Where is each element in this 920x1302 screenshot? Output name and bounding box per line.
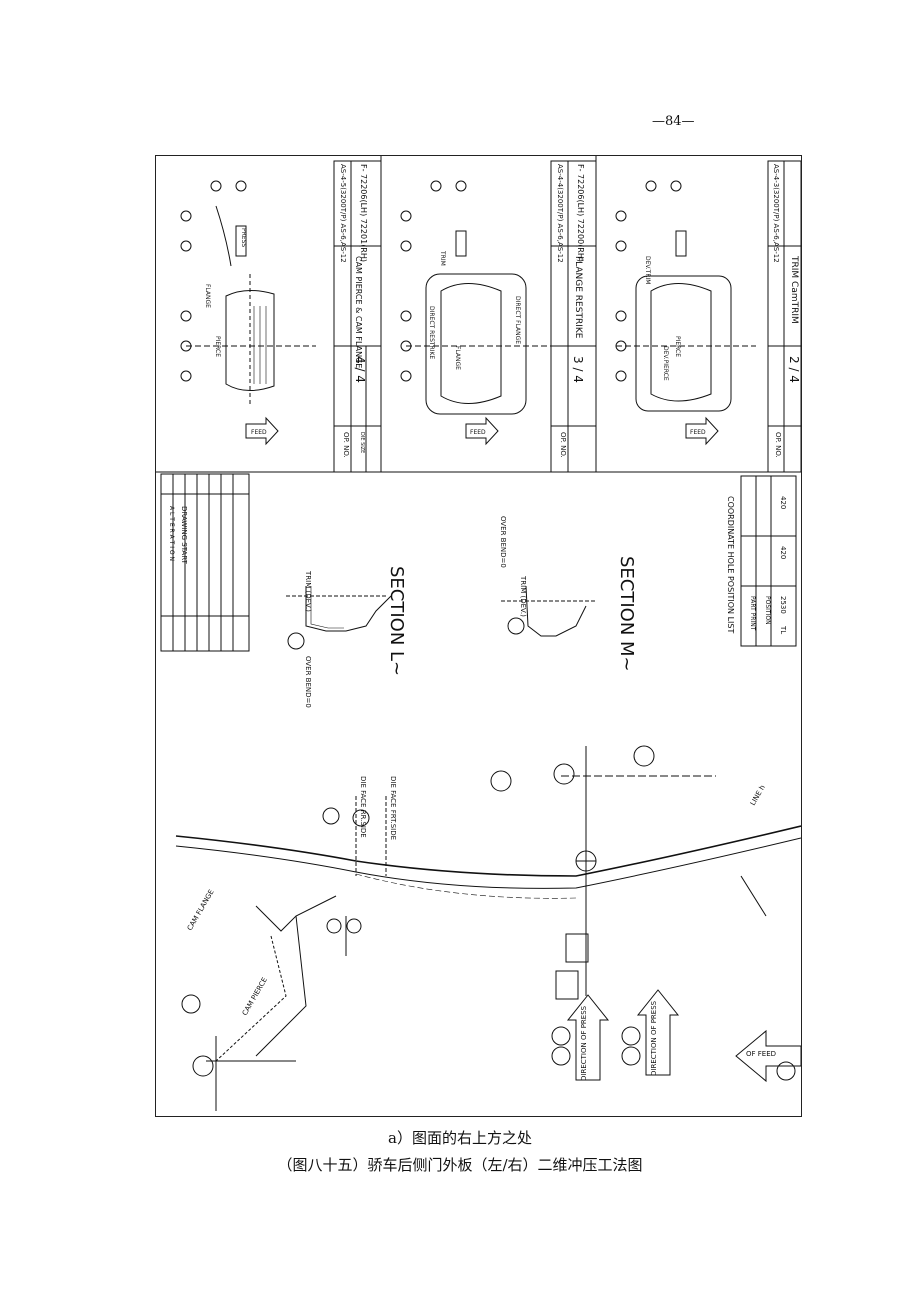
op3-sketch: DEV.TRIM PIERCE DEV.PIERCE FEED bbox=[615, 180, 756, 446]
op2-f-no: F- 72206(LH) 72200(RH) bbox=[576, 164, 585, 262]
main-profile bbox=[175, 746, 802, 1111]
op1-press-no: AS-4-5(3200T/P) AS-6,AS-12 bbox=[339, 164, 347, 263]
section-m: SECTION M~ TRIM (DEV.) OVER BEND=0 bbox=[499, 516, 637, 672]
op2-sketch: DIRECT RESTRIKE DIRECT FLANGE TRIM FLANG… bbox=[400, 180, 551, 446]
coord-header-position: POSITION bbox=[764, 596, 771, 625]
section-l-trim: TRIM (DEV.) bbox=[304, 570, 312, 612]
coord-list-title: COORDINATE HOLE POSITION LIST bbox=[726, 496, 735, 633]
op-table-2: AS-4-4(3200T/P) AS-6,AS-12 F- 72206(LH) … bbox=[550, 160, 597, 473]
section-m-trim: TRIM (DEV.) bbox=[519, 575, 527, 617]
op3-press-no: AS-4-3(3200T/P) AS-6,AS-12 bbox=[772, 164, 780, 263]
box-tags bbox=[555, 933, 589, 1000]
section-m-overbend: OVER BEND=0 bbox=[499, 516, 507, 568]
line-h-label: LINE h bbox=[749, 784, 767, 807]
profile-annotations: DIE FACE RR.SIDE DIE FACE FRT.SIDE LINE … bbox=[186, 776, 776, 1058]
op1-op-no: 4 / 4 bbox=[353, 356, 367, 383]
op2-direct-flange: DIRECT FLANGE bbox=[514, 296, 521, 344]
op3-op-no: 2 / 4 bbox=[787, 356, 801, 383]
op-table-1: AS-4-5(3200T/P) AS-6,AS-12 F- 72206(LH) … bbox=[333, 160, 382, 473]
figure-subcaption: a）图面的右上方之处 bbox=[388, 1129, 532, 1147]
circle-tags bbox=[181, 745, 796, 1081]
op2-press-no: AS-4-4(3200T/P) AS-6,AS-12 bbox=[556, 164, 564, 263]
op1-feed-label: FEED bbox=[251, 429, 267, 436]
engineering-drawing: AS-4-5(3200T/P) AS-6,AS-12 F- 72206(LH) … bbox=[155, 155, 802, 1117]
op1-press-label: PRESS bbox=[240, 228, 247, 247]
coordinate-hole-list: COORDINATE HOLE POSITION LIST PART PRINT… bbox=[726, 475, 797, 647]
page-number: —84— bbox=[652, 114, 695, 129]
op2-op-no-label: OP. NO. bbox=[559, 432, 567, 458]
coord-row-a: 420 bbox=[779, 546, 787, 559]
alteration-table: A L T E R A T I O N DRAWING START bbox=[160, 473, 250, 652]
op2-direct-restrike: DIRECT RESTRIKE bbox=[428, 306, 435, 359]
cam-flange-label: CAM FLANGE bbox=[186, 888, 216, 932]
of-feed-label: OF FEED bbox=[746, 1050, 776, 1058]
coord-row-b: 420 bbox=[779, 496, 787, 509]
direction-of-press-2: DIRECTION OF PRESS bbox=[650, 1000, 658, 1076]
coord-row-pos: 2530 bbox=[779, 596, 787, 614]
op3-pierce: PIERCE bbox=[674, 336, 681, 357]
op2-trim: TRIM bbox=[439, 250, 446, 266]
section-l-overbend: OVER BEND=0 bbox=[304, 656, 312, 708]
section-l-label: SECTION L~ bbox=[386, 566, 407, 676]
op1-op-no-label: OP. NO. bbox=[342, 432, 350, 458]
op2-op-name: FLANGE RESTRIKE bbox=[573, 256, 583, 339]
op3-dev-pierce: DEV.PIERCE bbox=[662, 346, 669, 381]
drawing-start: DRAWING START bbox=[180, 506, 188, 565]
op1-pierce-label: PIERCE bbox=[214, 336, 221, 357]
coord-row-id: TL bbox=[779, 625, 787, 634]
op2-flange: FLANGE bbox=[454, 346, 461, 370]
press-direction-arrows: DIRECTION OF PRESS DIRECTION OF PRESS bbox=[566, 989, 802, 1083]
op3-dev-trim: DEV.TRIM bbox=[644, 256, 651, 284]
figure-caption: （图八十五）骄车后侧门外板（左/右）二维冲压工法图 bbox=[277, 1156, 643, 1174]
op2-op-no: 3 / 4 bbox=[571, 356, 585, 383]
op1-f-no: F- 72206(LH) 72201(RH) bbox=[359, 164, 368, 262]
op2-feed-label: FEED bbox=[470, 429, 486, 436]
section-l: SECTION L~ TRIM (DEV.) OVER BEND=0 bbox=[286, 566, 407, 708]
op1-flange-label: FLANGE bbox=[204, 284, 211, 308]
die-face-frt: DIE FACE FRT.SIDE bbox=[389, 776, 397, 840]
operation-sheets: AS-4-5(3200T/P) AS-6,AS-12 F- 72206(LH) … bbox=[156, 156, 802, 473]
die-face-rr: DIE FACE RR.SIDE bbox=[359, 776, 367, 838]
cam-pierce-label: CAM PIERCE bbox=[241, 976, 269, 1017]
section-m-label: SECTION M~ bbox=[616, 556, 637, 672]
op3-op-name: TRIM CamTRIM bbox=[789, 255, 799, 324]
op-table-3: AS-4-3(3200T/P) AS-6,AS-12 TRIM CamTRIM … bbox=[767, 160, 802, 473]
op1-die-size-label: DIE SIZE bbox=[359, 432, 365, 453]
op1-sketch: PRESS PIERCE FLANGE FEED bbox=[180, 180, 316, 446]
op3-op-no-label: OP. NO. bbox=[774, 432, 782, 458]
alteration-title: A L T E R A T I O N bbox=[168, 506, 175, 561]
coord-header-part: PART PRINT bbox=[749, 596, 756, 631]
op1-op-name: CAM PIERCE & CAM FLANGE bbox=[354, 256, 363, 368]
direction-of-press-1: DIRECTION OF PRESS bbox=[580, 1005, 588, 1081]
op3-feed-label: FEED bbox=[690, 429, 706, 436]
